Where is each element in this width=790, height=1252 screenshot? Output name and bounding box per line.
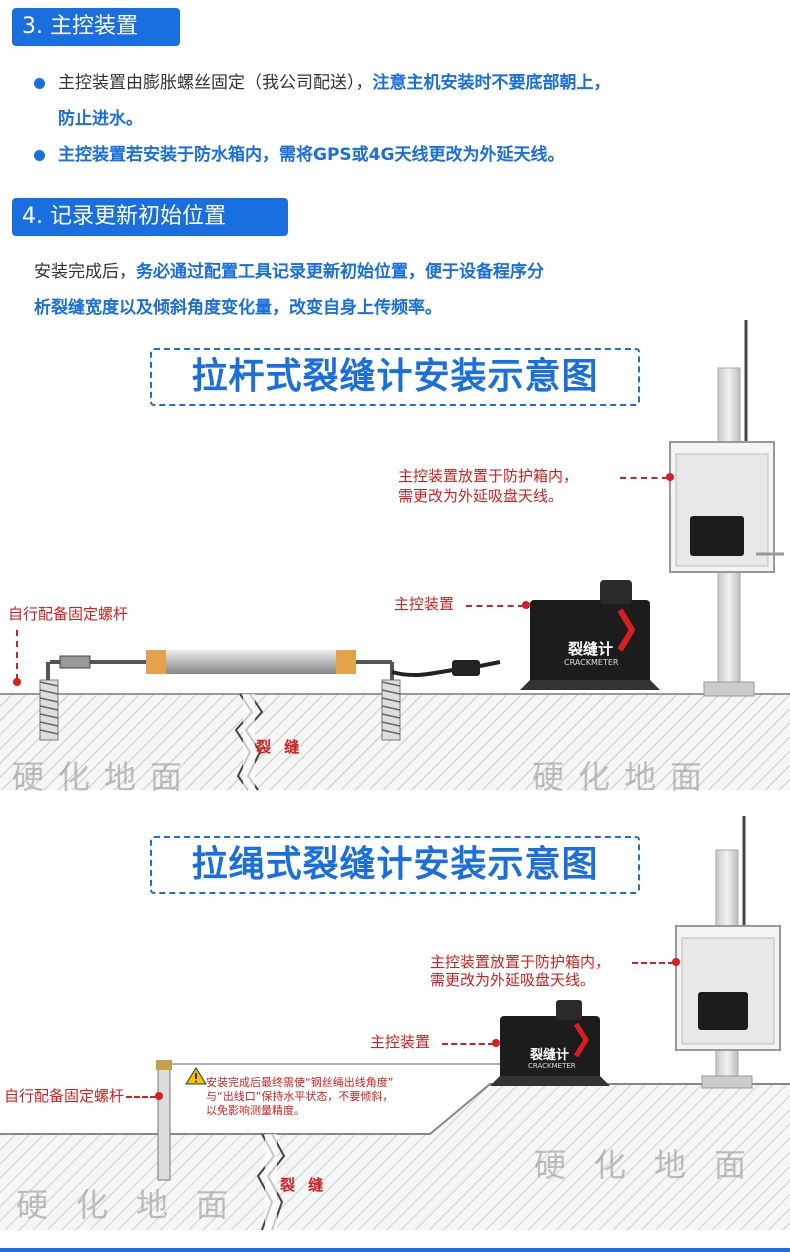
callout-connector xyxy=(620,477,668,479)
callout-connector xyxy=(466,605,524,607)
diagram-2-title: 拉绳式裂缝计安装示意图 xyxy=(150,836,640,894)
diagram-2-callout-bolt: 自行配备固定螺杆 xyxy=(4,1087,125,1105)
anchor-bolt-left xyxy=(39,679,59,741)
callout-dot xyxy=(666,473,674,481)
anchor-bolt-right xyxy=(381,679,401,741)
section-4-tag: 4. 记录更新初始位置 xyxy=(12,198,288,236)
para-plain: 安装完成后， xyxy=(34,262,136,282)
protection-box xyxy=(675,925,781,1051)
protection-box xyxy=(669,441,784,573)
controller-device-2 xyxy=(490,1000,610,1086)
diagram-1-crack-label: 裂 缝 xyxy=(256,738,304,756)
section-4-para-line-2: 析裂缝宽度以及倾斜角度变化量，改变自身上传频率。 xyxy=(34,298,442,318)
bullet-dot xyxy=(34,150,45,161)
diagram-1-illustration xyxy=(0,320,790,791)
section-3-tag: 3. 主控装置 xyxy=(12,8,180,46)
section-3-bullet-2: 主控装置若安装于防水箱内，需将GPS或4G天线更改为外延天线。 xyxy=(58,145,565,165)
bullet-dot xyxy=(34,78,45,89)
ground xyxy=(0,1084,790,1230)
callout-dot xyxy=(13,678,21,686)
diagram-2-callout-controller: 主控装置 xyxy=(370,1033,431,1051)
callout-dot xyxy=(672,958,680,966)
diagram-1-ground-right: 硬化地面 xyxy=(532,758,717,796)
callout-connector xyxy=(16,630,18,680)
diagram-2-warning-line-1: 安装完成后最终需使“钢丝绳出线角度” xyxy=(206,1076,394,1089)
section-3-bullet-1-cont: 防止进水。 xyxy=(58,109,143,129)
bullet-1-plain: 主控装置由膨胀螺丝固定（我公司配送）， xyxy=(58,73,373,93)
crackmeter-device-1: 裂缝计 CRACKMETER xyxy=(530,600,650,690)
device-label-en: CRACKMETER xyxy=(564,658,619,667)
callout-dot xyxy=(492,1039,500,1047)
diagram-1-callout-bolt: 自行配备固定螺杆 xyxy=(8,605,129,623)
diagram-1-title: 拉杆式裂缝计安装示意图 xyxy=(150,348,640,406)
diagram-2-callout-box-line-1: 主控装置放置于防护箱内， xyxy=(430,953,611,971)
diagram-2-ground-right: 硬化地面 xyxy=(534,1146,775,1184)
crackmeter-device-2: 裂缝计 CRACKMETER xyxy=(500,1016,600,1086)
diagram-2-illustration xyxy=(0,816,790,1231)
diagram-2-ground-left: 硬化地面 xyxy=(16,1186,257,1224)
bullet-1-highlight-a: 注意主机安装时不要底部朝上， xyxy=(372,73,611,93)
callout-dot xyxy=(522,601,530,609)
diagram-1-ground-left: 硬化地面 xyxy=(12,758,197,796)
callout-connector xyxy=(632,962,674,964)
para-highlight-a: 务必通过配置工具记录更新初始位置，便于设备程序分 xyxy=(136,262,544,282)
diagram-2-callout-box-line-2: 需更改为外延吸盘天线。 xyxy=(430,971,596,989)
diagram-2-crack-label: 裂 缝 xyxy=(280,1176,328,1194)
controller-device-1 xyxy=(520,580,660,690)
section-3-bullet-1: 主控装置由膨胀螺丝固定（我公司配送），注意主机安装时不要底部朝上， xyxy=(58,70,778,96)
diagram-1-callout-box-line-2: 需更改为外延吸盘天线。 xyxy=(398,487,564,505)
rod-sensor xyxy=(146,650,356,674)
callout-connector xyxy=(442,1043,494,1045)
diagram-1-callout-controller: 主控装置 xyxy=(394,595,455,613)
section-4-para-line-1: 安装完成后，务必通过配置工具记录更新初始位置，便于设备程序分 xyxy=(34,254,544,290)
diagram-2-warning-line-2: 与“出线口”保持水平状态，不要倾斜， xyxy=(206,1090,394,1103)
diagram-1-callout-box-line-1: 主控装置放置于防护箱内， xyxy=(398,467,579,485)
device-label-cn: 裂缝计 xyxy=(568,640,614,658)
bottom-rule xyxy=(0,1248,790,1252)
diagram-2-warning-line-3: 以免影响测量精度。 xyxy=(206,1104,305,1117)
callout-dot xyxy=(155,1092,163,1100)
device-label-cn: 裂缝计 xyxy=(530,1048,570,1063)
device-label-en: CRACKMETER xyxy=(528,1062,576,1070)
fixed-bolt xyxy=(157,1067,171,1181)
callout-connector xyxy=(126,1096,156,1098)
